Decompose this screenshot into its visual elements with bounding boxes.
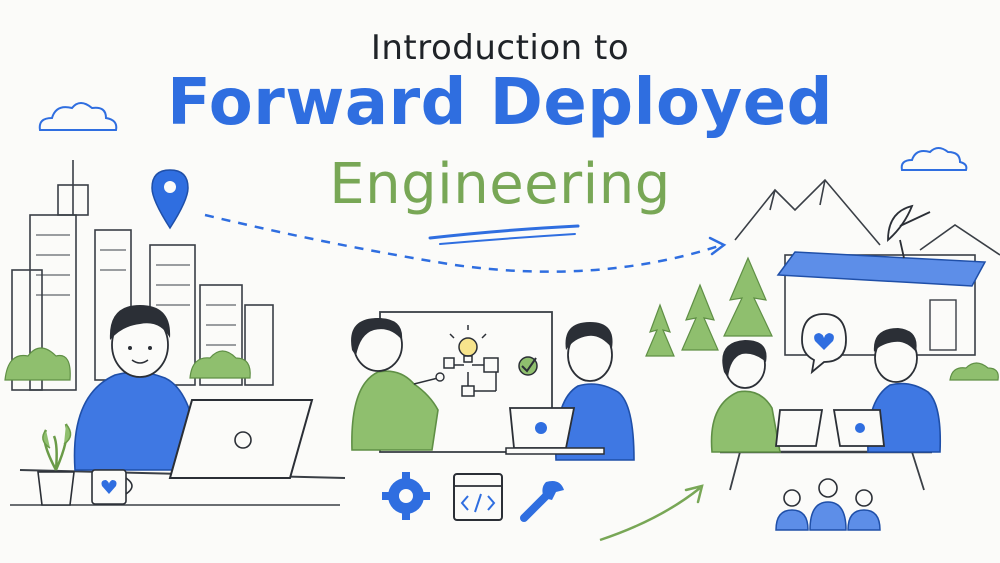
title-intro: Introduction to xyxy=(370,28,630,68)
presenter-person xyxy=(351,318,445,451)
laptop-icon xyxy=(774,409,824,447)
title-block: Introduction to Forward Deployed Enginee… xyxy=(0,0,1000,240)
wrench-icon xyxy=(520,481,564,522)
code-window-icon xyxy=(453,473,503,521)
location-pin-icon xyxy=(151,169,189,230)
client-person xyxy=(710,340,781,453)
laptop-icon xyxy=(505,407,605,455)
cloud-icon xyxy=(38,102,118,131)
journey-dashed-path xyxy=(204,213,723,273)
laptop-icon xyxy=(168,399,314,479)
heart-mug-icon xyxy=(91,469,133,505)
tree-icon xyxy=(645,256,773,357)
mountain-icon xyxy=(734,178,1000,256)
gear-icon xyxy=(382,472,430,520)
title-sub: Engineering xyxy=(329,152,671,217)
heart-chat-bubble-icon xyxy=(801,313,847,375)
plant-icon xyxy=(37,423,75,506)
satellite-dish-icon xyxy=(887,204,931,259)
bush-icon xyxy=(4,347,251,381)
title-main: Forward Deployed xyxy=(167,66,833,140)
bush-icon xyxy=(949,362,999,381)
engineer-person xyxy=(867,328,942,453)
team-icon xyxy=(775,478,881,531)
green-arrow xyxy=(599,487,701,542)
flowchart-icon xyxy=(443,357,499,397)
cloud-icon xyxy=(900,147,968,171)
checkmark-icon xyxy=(518,356,538,376)
lightbulb-icon xyxy=(449,325,487,363)
laptop-icon xyxy=(832,409,886,447)
